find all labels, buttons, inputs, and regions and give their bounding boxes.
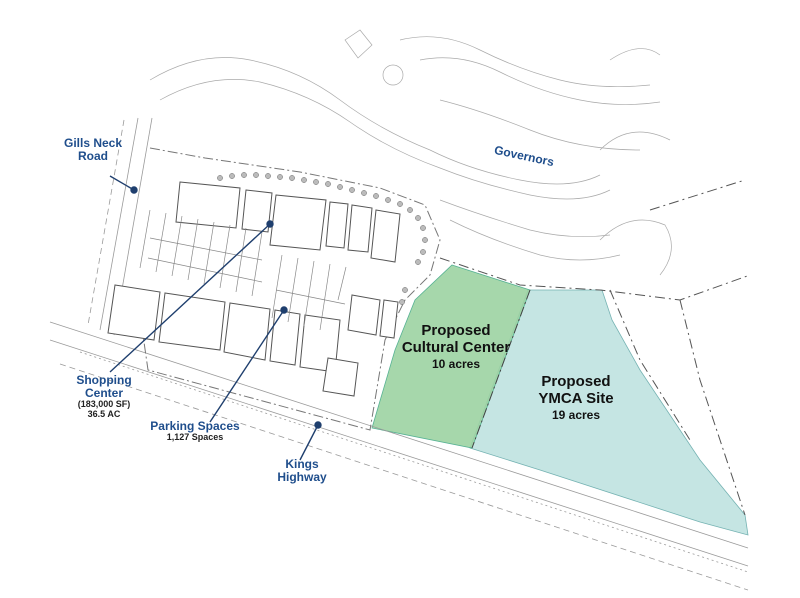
cultural-center-title: Proposed Cultural Center xyxy=(401,322,511,356)
callout-leaders xyxy=(109,175,322,461)
shopping-center-boundary xyxy=(137,147,441,431)
cultural-center-label[interactable]: Proposed Cultural Center 10 acres xyxy=(400,322,512,371)
parking-callout: Parking Spaces 1,127 Spaces xyxy=(148,419,242,443)
parcel-divider xyxy=(471,289,531,449)
property-lines xyxy=(439,179,751,516)
ymca-acres: 19 acres xyxy=(551,407,601,422)
shopping-center-area: (183,000 SF) xyxy=(77,399,131,410)
parking-title: Parking Spaces xyxy=(150,419,240,433)
parking-rows xyxy=(139,209,347,331)
ymca-label[interactable]: Proposed YMCA Site 19 acres xyxy=(522,373,630,422)
callout-dot-icon xyxy=(266,220,274,228)
callout-dot-icon xyxy=(130,186,138,194)
shopping-center-callout: Shopping Center (183,000 SF) 36.5 AC xyxy=(62,373,146,420)
gills-neck-road-label: Gills Neck Road xyxy=(58,136,128,164)
kings-highway-text: Kings Highway xyxy=(277,457,327,485)
kings-highway-road xyxy=(49,321,749,591)
governors-subdivision xyxy=(149,29,672,276)
shopping-center-acres: 36.5 AC xyxy=(87,409,121,420)
cultural-center-acres: 10 acres xyxy=(431,356,481,371)
ymca-title: Proposed YMCA Site xyxy=(538,373,614,407)
callout-dot-icon xyxy=(314,421,322,429)
callout-dot-icon xyxy=(280,306,288,314)
tree-row xyxy=(217,172,428,305)
kings-highway-label: Kings Highway xyxy=(266,457,338,485)
parking-count: 1,127 Spaces xyxy=(166,432,224,443)
shopping-center-title: Shopping Center xyxy=(76,373,132,401)
gills-neck-road-text: Gills Neck Road xyxy=(63,136,123,164)
store-buildings xyxy=(107,181,401,397)
